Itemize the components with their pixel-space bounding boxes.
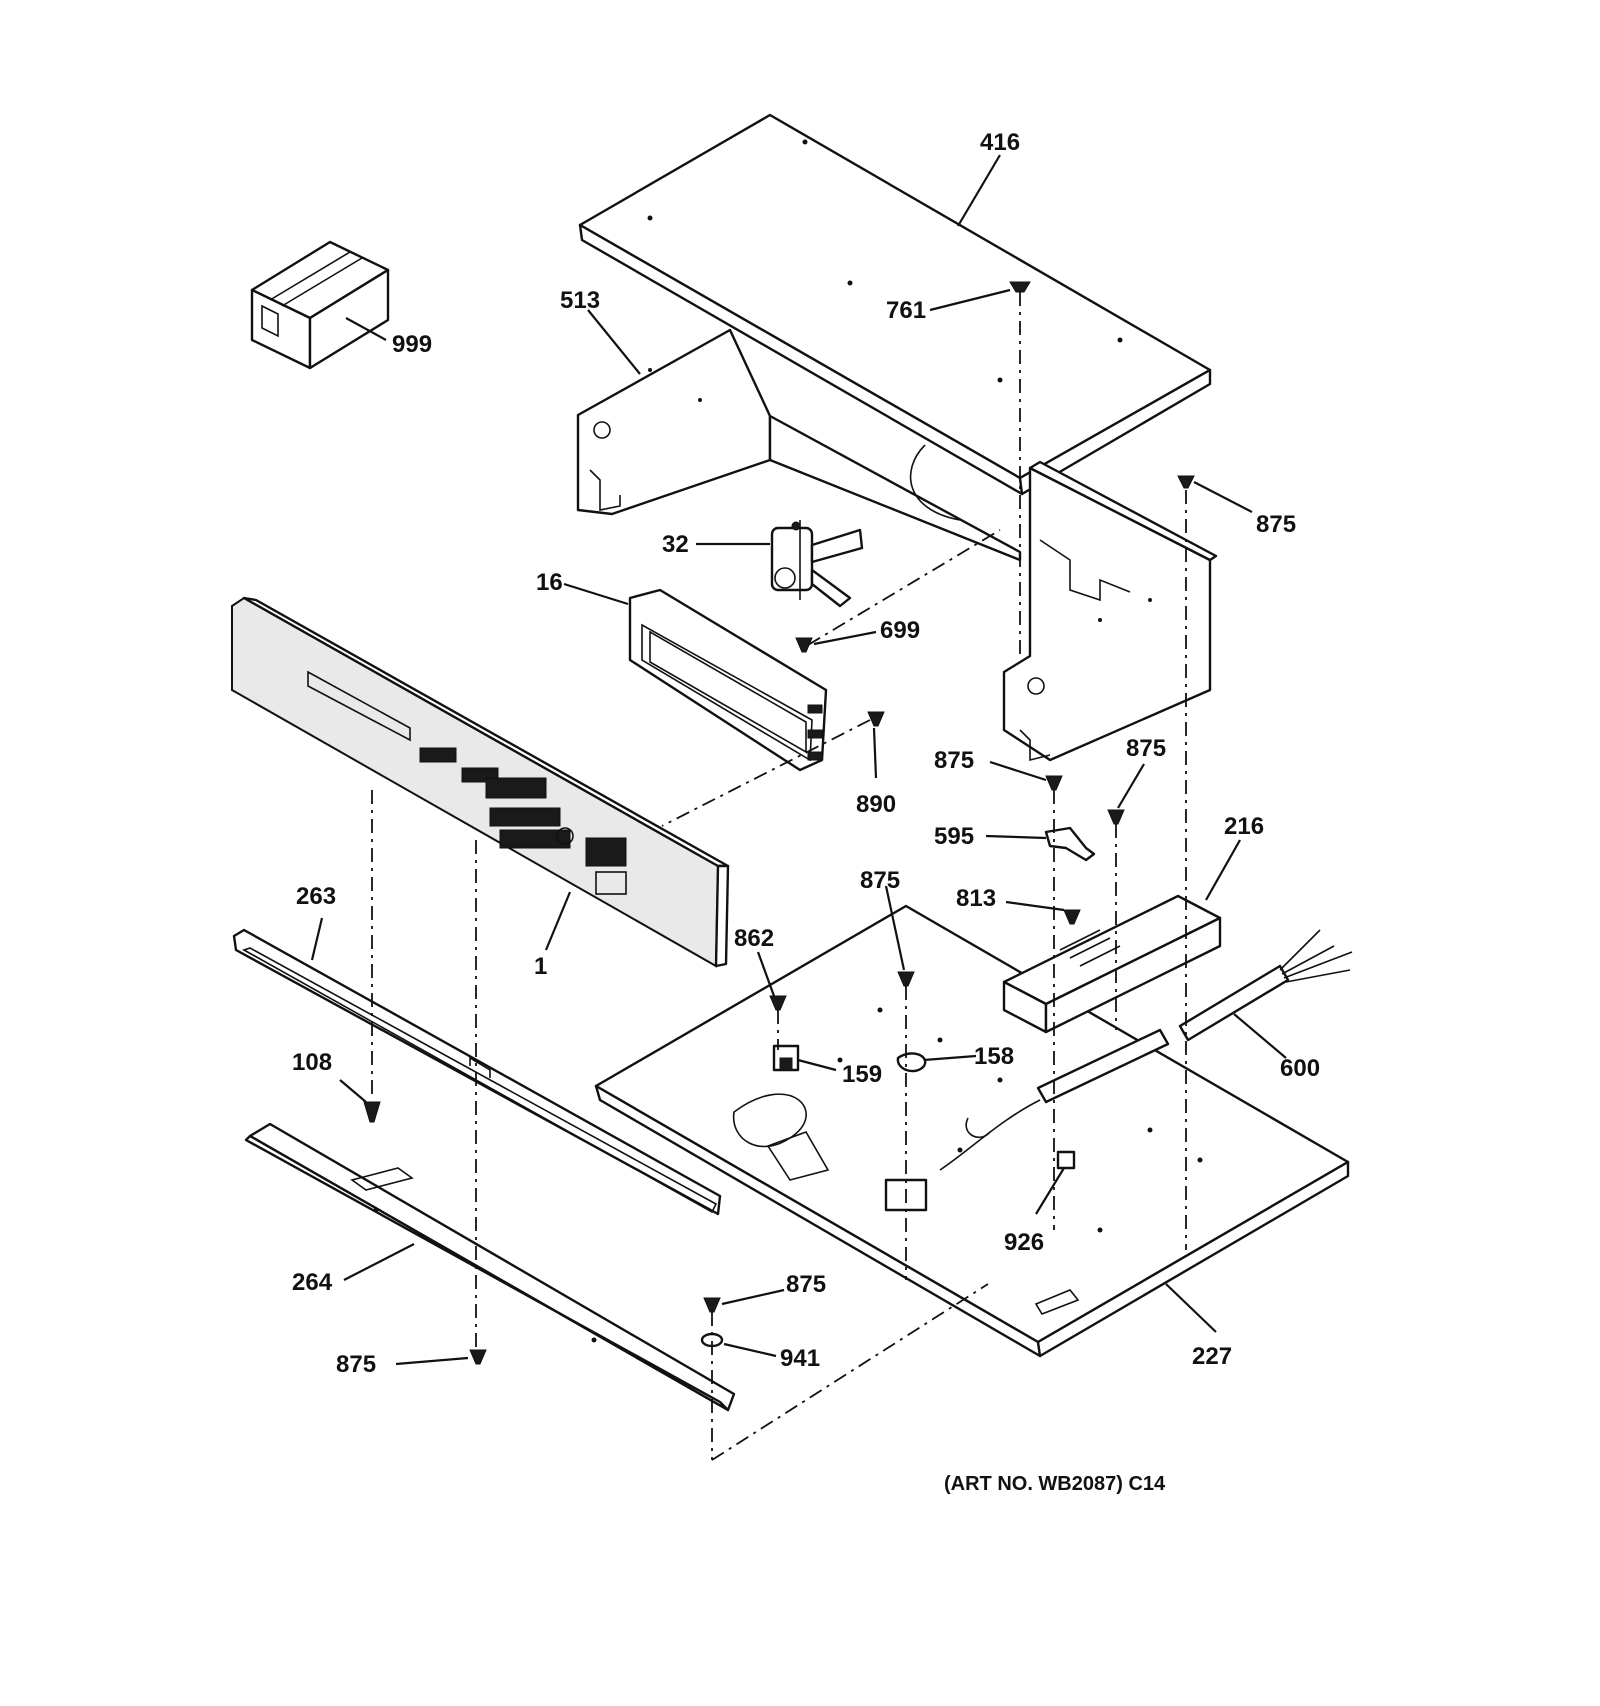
part-1-control-panel xyxy=(231,596,730,968)
callout-761: 761 xyxy=(886,297,926,324)
part-416-top-cover xyxy=(578,113,1212,496)
part-600-harness xyxy=(884,929,1353,1212)
callout-875-base: 875 xyxy=(860,867,900,894)
callout-513: 513 xyxy=(560,287,600,314)
part-926-grommet xyxy=(1056,1150,1076,1170)
button-pad xyxy=(419,747,627,895)
part-513-housing xyxy=(576,328,1218,762)
part-595-bracket xyxy=(1044,826,1096,862)
part-32-fan-motor xyxy=(770,520,864,608)
callout-159: 159 xyxy=(842,1061,882,1088)
assembly-lines xyxy=(371,292,1187,1461)
part-999-box xyxy=(250,240,390,370)
callout-875-mid-left: 875 xyxy=(934,747,974,774)
callout-158: 158 xyxy=(974,1043,1014,1070)
callout-875-lower: 875 xyxy=(786,1271,826,1298)
callout-813: 813 xyxy=(956,885,996,912)
part-761-screw xyxy=(1009,281,1031,293)
part-158-sensor xyxy=(896,1052,927,1073)
callout-263: 263 xyxy=(296,883,336,910)
callout-926: 926 xyxy=(1004,1229,1044,1256)
callout-595: 595 xyxy=(934,823,974,850)
part-890-screw xyxy=(867,711,885,727)
callout-862: 862 xyxy=(734,925,774,952)
part-875-screw-base xyxy=(897,971,915,987)
part-875-screw-bottom xyxy=(469,1349,487,1365)
callout-600: 600 xyxy=(1280,1055,1320,1082)
callout-labels: 416 513 761 999 875 32 16 699 890 875 87… xyxy=(292,129,1320,1378)
callout-264: 264 xyxy=(292,1269,333,1296)
part-699-screw xyxy=(795,637,813,653)
part-875-screw-top xyxy=(1177,475,1195,489)
callout-108: 108 xyxy=(292,1049,332,1076)
part-875-screw-mid-right xyxy=(1107,809,1125,825)
part-875-screw-mid-left xyxy=(1045,775,1063,791)
part-862-screw xyxy=(769,995,787,1011)
leader-lines xyxy=(310,154,1287,1366)
part-263-vent-trim xyxy=(232,928,722,1216)
part-813-screw xyxy=(1063,909,1081,925)
part-16-display-board xyxy=(628,588,828,772)
callout-875-top: 875 xyxy=(1256,511,1296,538)
part-108-screw xyxy=(363,1101,381,1123)
part-875-screw-lower xyxy=(703,1297,721,1313)
callout-890: 890 xyxy=(856,791,896,818)
callout-227: 227 xyxy=(1192,1343,1232,1370)
part-216-cover xyxy=(1002,894,1222,1034)
callout-699: 699 xyxy=(880,617,920,644)
part-227-bottom-plate xyxy=(594,904,1350,1358)
callout-416: 416 xyxy=(980,129,1020,156)
callout-941: 941 xyxy=(780,1345,820,1372)
callout-875-mid-right: 875 xyxy=(1126,735,1166,762)
callout-875-bottom: 875 xyxy=(336,1351,376,1378)
callout-1: 1 xyxy=(534,953,547,980)
callout-16: 16 xyxy=(536,569,563,596)
art-number-caption: (ART NO. WB2087) C14 xyxy=(944,1473,1166,1495)
callout-216: 216 xyxy=(1224,813,1264,840)
part-264-lower-trim xyxy=(244,1122,736,1412)
callout-32: 32 xyxy=(662,531,689,558)
callout-999: 999 xyxy=(392,331,432,358)
